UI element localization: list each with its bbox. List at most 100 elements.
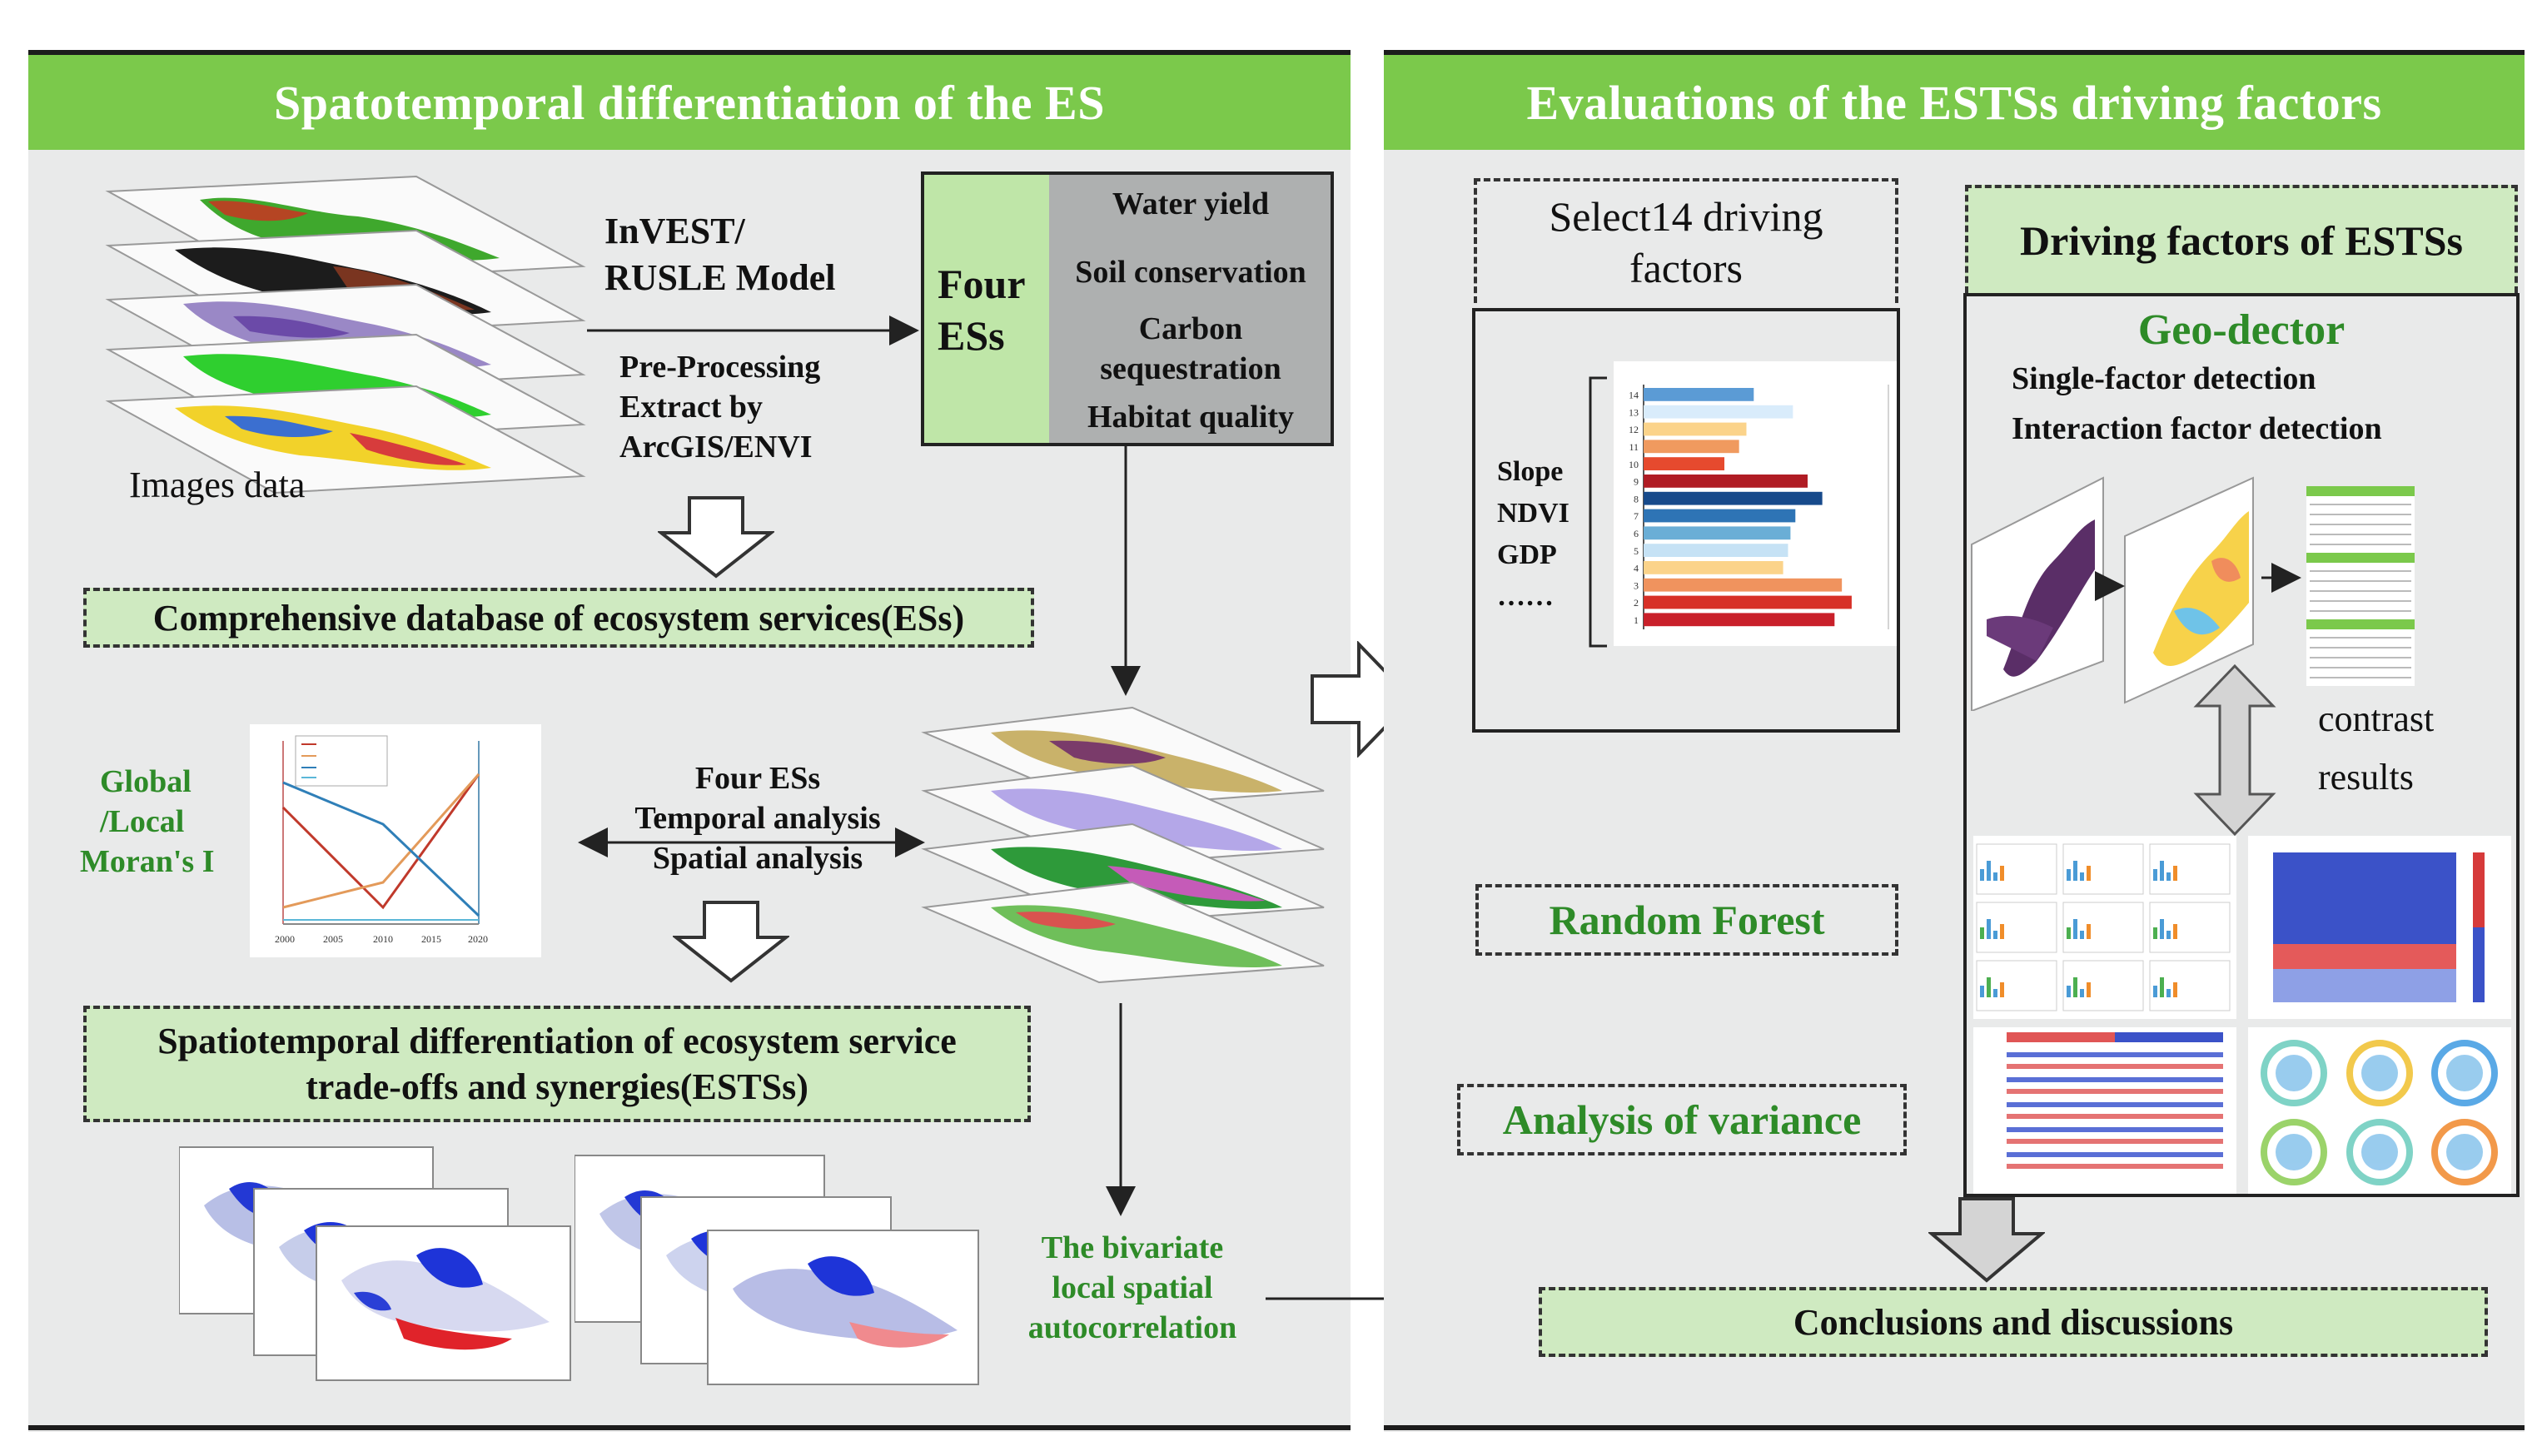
driving-factors-title-box: Driving factors of ESTSs	[1965, 185, 2518, 293]
factor-bar-tick-label: 4	[1634, 563, 1639, 574]
factor-bar	[1644, 561, 1783, 574]
factor-bar-tick-label: 6	[1634, 528, 1639, 539]
es-soil-conservation: Soil conservation	[1075, 255, 1306, 290]
factor-bar-tick-label: 5	[1634, 545, 1639, 557]
factor-more: ……	[1497, 581, 1554, 612]
line-chart-xtick: 2015	[421, 933, 441, 945]
correlation-thumbnail	[1973, 1027, 2236, 1194]
layer-5	[105, 385, 586, 494]
analysis-line1: Four ESs	[694, 761, 821, 796]
es-habitat-quality: Habitat quality	[1087, 400, 1295, 435]
estss-box-line2: trade-offs and synergies(ESTSs)	[306, 1066, 808, 1107]
results-grid-thumbnail	[1973, 836, 2236, 1019]
conclusions-box: Conclusions and discussions	[1539, 1287, 2488, 1357]
line-chart-xtick: 2020	[468, 933, 488, 945]
preprocess-line3: ArcGIS/ENVI	[619, 430, 813, 465]
es-layer-4	[921, 881, 1325, 984]
contrast-double-arrow	[2193, 663, 2276, 837]
line-chart-xtick: 2005	[323, 933, 343, 945]
factor-bar	[1644, 422, 1747, 436]
factor-bar-tick-label: 12	[1629, 424, 1639, 435]
factor-bar	[1644, 440, 1739, 454]
four-es-label-line2: ESs	[938, 312, 1005, 359]
select-factors-line2: factors	[1629, 245, 1744, 291]
factor-gdp: GDP	[1497, 539, 1557, 570]
estss-box-line1: Spatiotemporal differentiation of ecosys…	[157, 1021, 957, 1061]
factor-bar	[1644, 457, 1725, 470]
single-factor-label: Single-factor detection	[2012, 361, 2316, 396]
factor-bar-tick-label: 11	[1629, 441, 1639, 453]
factor-bar-tick-label: 13	[1629, 406, 1639, 418]
geodetector-label: Geo-dector	[2137, 306, 2346, 354]
bivariate-line2: local spatial	[1052, 1270, 1213, 1305]
bivariate-line1: The bivariate	[1041, 1230, 1224, 1265]
preprocess-line1: Pre-Processing	[619, 350, 821, 385]
preprocess-line2: Extract by	[619, 390, 764, 425]
es-sequestration: sequestration	[1100, 351, 1281, 386]
factor-bar	[1644, 491, 1823, 505]
factor-bar	[1644, 526, 1791, 540]
interaction-factor-label: Interaction factor detection	[2012, 411, 2382, 446]
es-map-stack	[921, 706, 1325, 984]
conclusion-down-arrow	[1928, 1197, 2045, 1283]
factor-bar	[1644, 509, 1796, 523]
estss-maps-left	[179, 1146, 571, 1381]
driving-factors-panel	[1963, 293, 2520, 1197]
factor-bar-chart: 14 13 12 11 10 9 8 7 6 5 4 3 2 1	[1614, 361, 1897, 646]
moran-line3: Moran's I	[80, 844, 215, 879]
factor-bar-tick-label: 2	[1634, 597, 1639, 609]
factor-bar	[1644, 388, 1754, 401]
factor-bar	[1644, 544, 1788, 557]
select-factors-line1: Select14 driving	[1549, 192, 1823, 240]
factor-bar-tick-label: 14	[1629, 390, 1639, 401]
line-chart-xtick: 2010	[373, 933, 393, 945]
estss-box: Spatiotemporal differentiation of ecosys…	[83, 1006, 1031, 1122]
moran-line2: /Local	[100, 804, 185, 839]
factor-bar	[1644, 613, 1835, 627]
four-es-green-cell	[924, 175, 1049, 443]
factor-bar-tick-label: 7	[1634, 510, 1639, 522]
factors-bracket	[1589, 376, 1607, 648]
factors-panel	[1472, 308, 1900, 733]
factor-bar-tick-label: 9	[1634, 476, 1639, 488]
anova-box: Analysis of variance	[1457, 1084, 1907, 1155]
chord-thumbnail	[2248, 1027, 2511, 1194]
trend-line-chart: 2000 2005 2010 2015 2020	[250, 724, 541, 957]
moran-line1: Global	[100, 764, 192, 799]
factor-slope: Slope	[1497, 456, 1564, 487]
left-panel-title: Spatotemporal differentiation of the ES	[28, 50, 1351, 150]
random-forest-box: Random Forest	[1475, 884, 1898, 956]
factor-ndvi: NDVI	[1497, 498, 1569, 529]
right-panel-title: Evaluations of the ESTSs driving factors	[1384, 50, 2525, 150]
right-panel-bottom-rule	[1384, 1425, 2525, 1430]
factor-bar	[1644, 475, 1808, 488]
contrast-line1: contrast	[2318, 698, 2435, 739]
factor-bar-tick-label: 3	[1634, 579, 1639, 591]
model-label-line2: RUSLE Model	[604, 257, 836, 298]
factor-bar	[1644, 405, 1793, 419]
select-factors-box: Select14 driving factors	[1474, 178, 1898, 303]
es-water-yield: Water yield	[1112, 186, 1270, 221]
analysis-line2: Temporal analysis	[634, 801, 881, 836]
line-chart-xtick: 2000	[275, 933, 295, 945]
heatmap-thumbnail	[2248, 836, 2511, 1019]
analysis-line3: Spatial analysis	[652, 841, 863, 876]
factor-bar	[1644, 595, 1852, 609]
contrast-line2: results	[2318, 757, 2414, 798]
database-box: Comprehensive database of ecosystem serv…	[83, 588, 1034, 648]
factor-bar	[1644, 578, 1843, 592]
factor-bar-tick-label: 10	[1629, 459, 1639, 470]
four-es-label-line1: Four	[938, 261, 1026, 307]
down-arrow-1	[658, 496, 774, 579]
es-carbon: Carbon	[1138, 311, 1243, 346]
es-layer-1	[921, 706, 1325, 809]
geodetector-workflow	[1971, 476, 2415, 711]
left-panel-bottom-rule	[28, 1425, 1351, 1430]
estss-maps-right	[575, 1155, 979, 1385]
image-layers-stack	[105, 175, 586, 494]
factor-bar-tick-label: 8	[1634, 493, 1639, 504]
factor-bar-tick-label: 1	[1634, 614, 1639, 626]
bivariate-line3: autocorrelation	[1027, 1310, 1237, 1345]
model-label-line1: InVEST/	[604, 211, 745, 251]
images-data-label: Images data	[129, 465, 306, 505]
